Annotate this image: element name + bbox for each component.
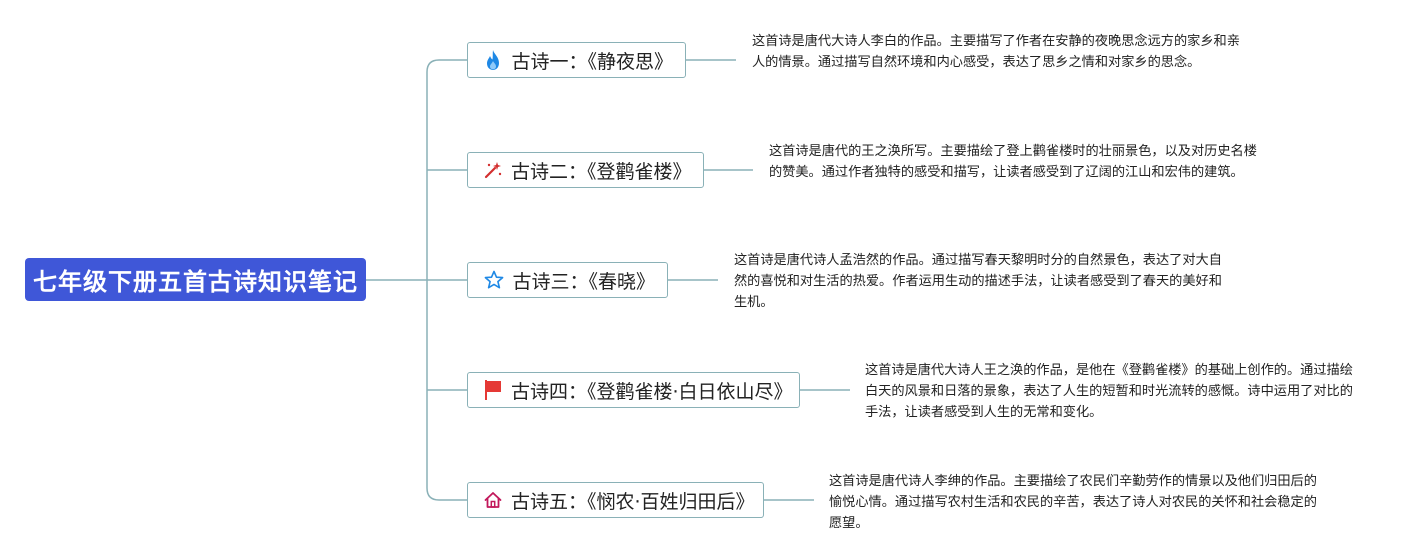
note-poem-5: 这首诗是唐代诗人李绅的作品。主要描绘了农民们辛勤劳作的情景以及他们归田后的愉悦心… (829, 471, 1324, 534)
magic-wand-icon (483, 159, 503, 181)
branch-poem-3[interactable]: 古诗三：《春晓》 (467, 262, 668, 298)
note-text: 这首诗是唐代大诗人李白的作品。主要描写了作者在安静的夜晚思念远方的家乡和亲人的情… (752, 34, 1240, 70)
note-text: 这首诗是唐代诗人李绅的作品。主要描绘了农民们辛勤劳作的情景以及他们归田后的愉悦心… (829, 474, 1317, 531)
note-poem-4: 这首诗是唐代大诗人王之涣的作品，是他在《登鹳雀楼》的基础上创作的。通过描绘白天的… (865, 360, 1360, 423)
fire-icon (483, 49, 503, 71)
root-topic-label: 七年级下册五首古诗知识笔记 (33, 268, 358, 296)
branch-label: 古诗二：《登鹳雀楼》 (511, 160, 692, 183)
note-poem-3: 这首诗是唐代诗人孟浩然的作品。通过描写春天黎明时分的自然景色，表达了对大自然的喜… (734, 250, 1229, 313)
branch-label: 古诗一：《静夜思》 (511, 50, 673, 73)
branch-poem-4[interactable]: 古诗四：《登鹳雀楼·白日依山尽》 (467, 372, 800, 408)
red-flag-icon (483, 379, 503, 401)
branch-poem-1[interactable]: 古诗一：《静夜思》 (467, 42, 686, 78)
star-icon (483, 269, 504, 291)
root-topic[interactable]: 七年级下册五首古诗知识笔记 (25, 258, 366, 301)
home-icon (483, 489, 503, 511)
branch-label: 古诗三：《春晓》 (512, 270, 655, 293)
branch-label: 古诗四：《登鹳雀楼·白日依山尽》 (511, 380, 793, 403)
note-text: 这首诗是唐代的王之涣所写。主要描绘了登上鹳雀楼时的壮丽景色，以及对历史名楼的赞美… (769, 144, 1257, 180)
branch-label: 古诗五：《悯农·百姓归田后》 (511, 490, 755, 513)
branch-poem-2[interactable]: 古诗二：《登鹳雀楼》 (467, 152, 704, 188)
note-poem-1: 这首诗是唐代大诗人李白的作品。主要描写了作者在安静的夜晚思念远方的家乡和亲人的情… (752, 31, 1244, 73)
note-text: 这首诗是唐代诗人孟浩然的作品。通过描写春天黎明时分的自然景色，表达了对大自然的喜… (734, 253, 1222, 310)
note-poem-2: 这首诗是唐代的王之涣所写。主要描绘了登上鹳雀楼时的壮丽景色，以及对历史名楼的赞美… (769, 141, 1264, 183)
branch-spine-line (426, 59, 467, 501)
branch-poem-5[interactable]: 古诗五：《悯农·百姓归田后》 (467, 482, 764, 518)
note-text: 这首诗是唐代大诗人王之涣的作品，是他在《登鹳雀楼》的基础上创作的。通过描绘白天的… (865, 363, 1353, 420)
